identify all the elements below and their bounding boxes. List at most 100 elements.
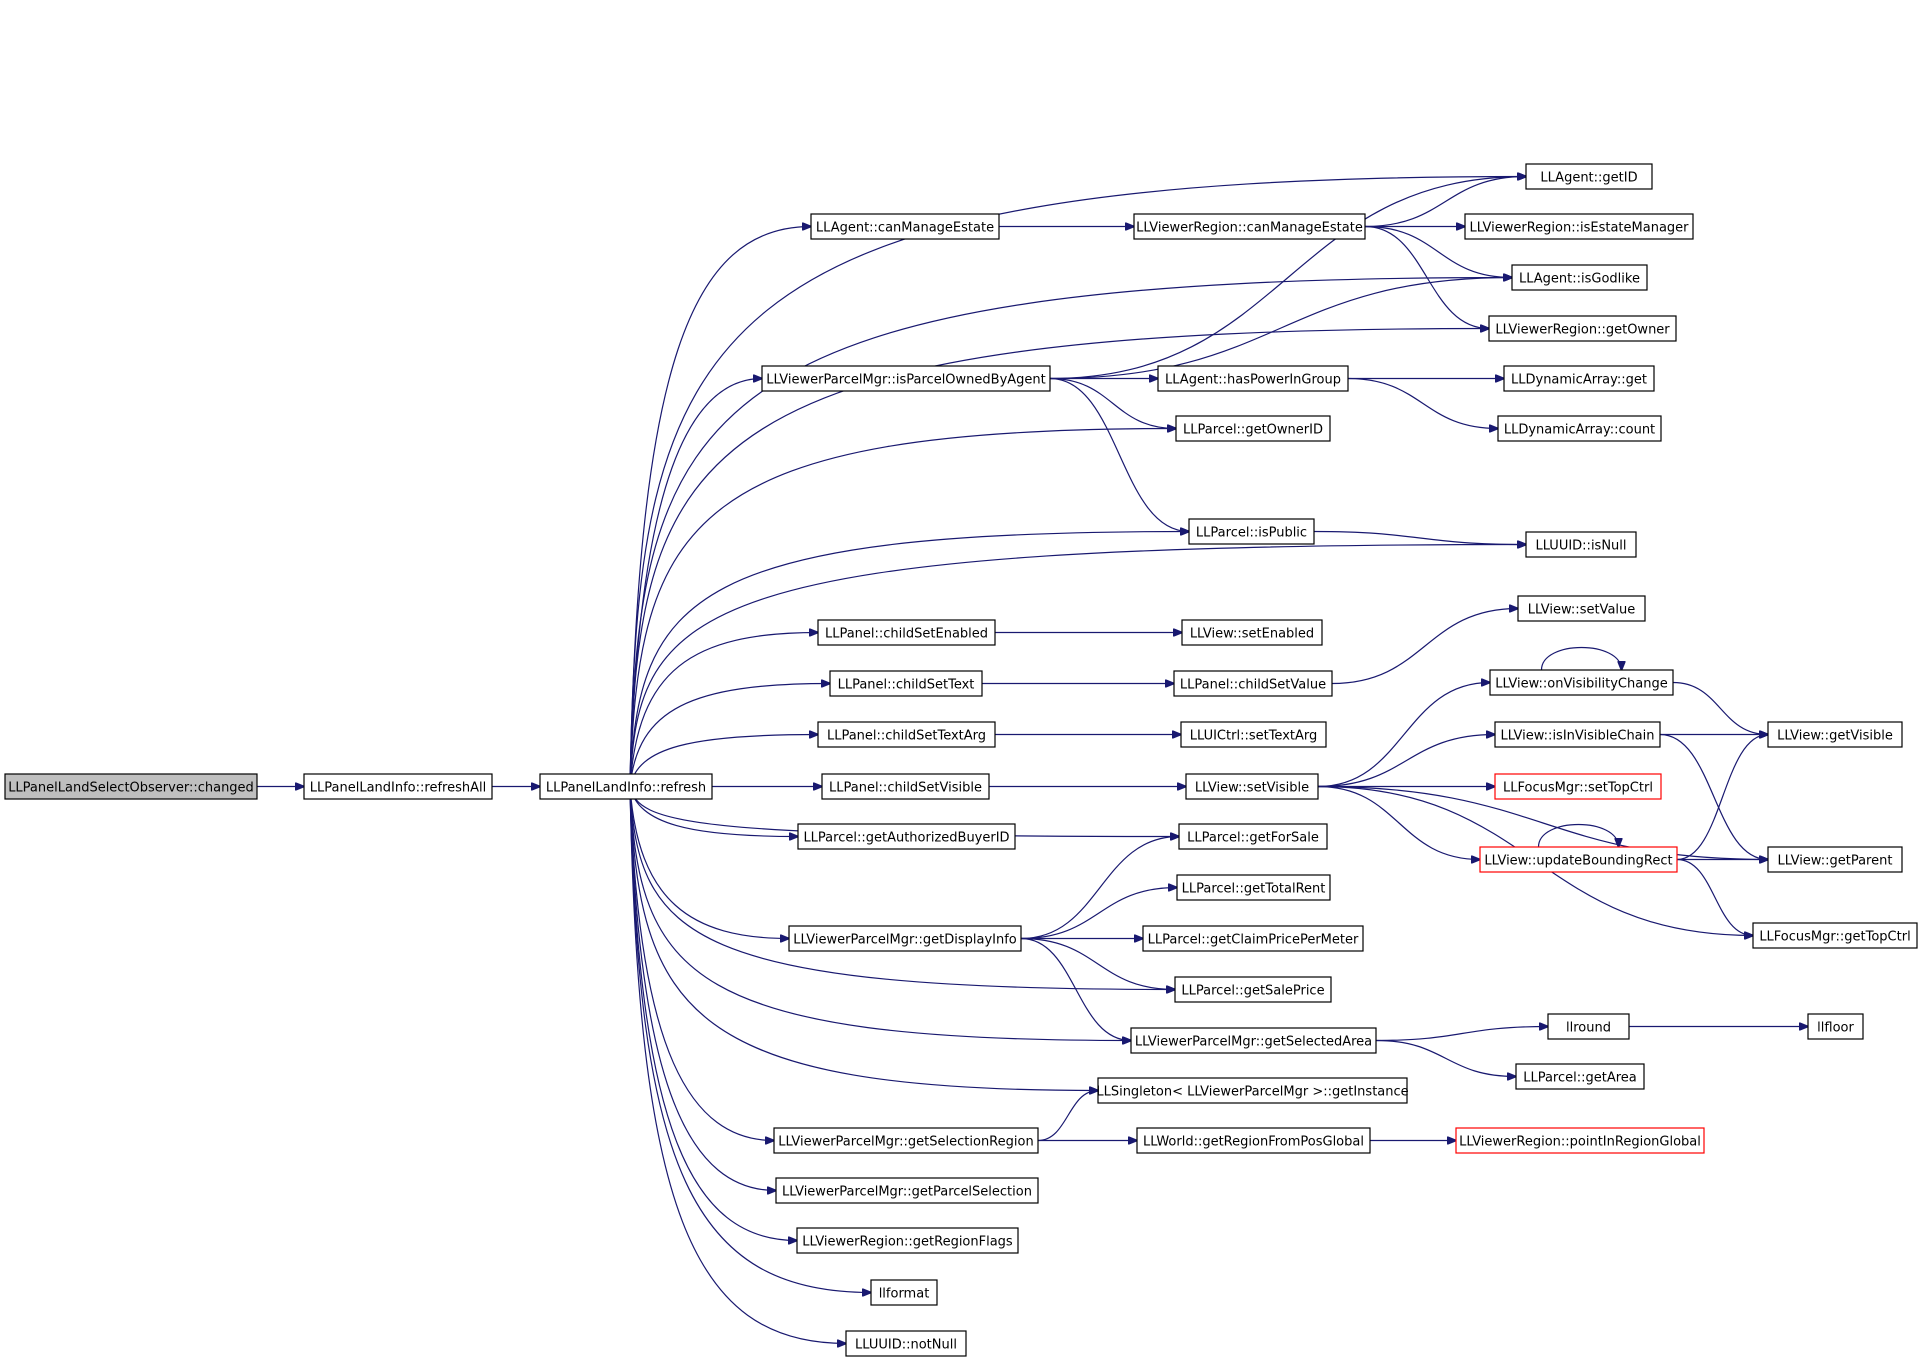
node-n39[interactable]: LLView::onVisibilityChange xyxy=(1489,669,1674,696)
node-n30[interactable]: LLWorld::getRegionFromPosGlobal xyxy=(1136,1127,1371,1154)
node-label: LLParcel::getSalePrice xyxy=(1181,984,1324,999)
node-box xyxy=(1497,415,1662,442)
node-n47[interactable]: LLView::getParent xyxy=(1767,846,1903,873)
edge-n4-n31 xyxy=(1049,177,1526,380)
node-n4[interactable]: LLViewerParcelMgr::isParcelOwnedByAgent xyxy=(761,365,1051,392)
node-box xyxy=(1752,922,1918,949)
node-label: LLView::setEnabled xyxy=(1190,627,1314,642)
node-n16[interactable]: LLViewerRegion::canManageEstate xyxy=(1133,213,1366,240)
node-n21[interactable]: LLPanel::childSetValue xyxy=(1173,670,1333,697)
node-n27[interactable]: LLParcel::getSalePrice xyxy=(1174,976,1332,1003)
edge-n2-n3 xyxy=(629,227,811,787)
node-n31[interactable]: LLAgent::getID xyxy=(1525,163,1653,190)
node-label: LLFocusMgr::getTopCtrl xyxy=(1759,930,1910,945)
edge-n2-n28 xyxy=(629,786,1131,1041)
node-label: LLView::updateBoundingRect xyxy=(1484,854,1672,869)
node-n14[interactable]: llformat xyxy=(870,1279,938,1306)
node-box xyxy=(1525,531,1637,558)
edge-n2-n29 xyxy=(629,786,1098,1091)
edge-n2-n31 xyxy=(629,177,1526,787)
node-box xyxy=(796,1227,1019,1254)
node-n28[interactable]: LLViewerParcelMgr::getSelectedArea xyxy=(1130,1027,1377,1054)
node-n19[interactable]: LLParcel::isPublic xyxy=(1188,518,1315,545)
node-n10[interactable]: LLViewerParcelMgr::getDisplayInfo xyxy=(788,925,1022,952)
node-label: llformat xyxy=(879,1287,930,1302)
node-n11[interactable]: LLViewerParcelMgr::getSelectionRegion xyxy=(773,1127,1039,1154)
node-label: LLAgent::hasPowerInGroup xyxy=(1165,373,1341,388)
node-n12[interactable]: LLViewerParcelMgr::getParcelSelection xyxy=(775,1177,1039,1204)
edge-n2-n18 xyxy=(629,429,1176,787)
node-label: LLViewerParcelMgr::isParcelOwnedByAgent xyxy=(766,373,1046,388)
node-box xyxy=(1767,846,1903,873)
node-box xyxy=(1488,315,1677,342)
node-box xyxy=(1130,1027,1377,1054)
node-n36[interactable]: LLDynamicArray::count xyxy=(1497,415,1662,442)
node-n41[interactable]: LLFocusMgr::setTopCtrl xyxy=(1494,773,1662,800)
node-n3[interactable]: LLAgent::canManageEstate xyxy=(810,213,1000,240)
node-n22[interactable]: LLUICtrl::setTextArg xyxy=(1180,721,1327,748)
node-n40[interactable]: LLView::isInVisibleChain xyxy=(1494,721,1661,748)
node-box xyxy=(817,721,996,748)
node-n38[interactable]: LLView::setValue xyxy=(1517,595,1646,622)
node-n9[interactable]: LLParcel::getAuthorizedBuyerID xyxy=(797,823,1016,850)
node-box xyxy=(4,773,258,800)
node-n23[interactable]: LLView::setVisible xyxy=(1185,773,1319,800)
node-box xyxy=(1503,365,1655,392)
edge-layer xyxy=(256,177,1808,1344)
node-n25[interactable]: LLParcel::getTotalRent xyxy=(1176,874,1331,901)
node-n2[interactable]: LLPanelLandInfo::refresh xyxy=(539,773,713,800)
node-box xyxy=(1494,773,1662,800)
node-n34[interactable]: LLViewerRegion::getOwner xyxy=(1488,315,1677,342)
node-n6[interactable]: LLPanel::childSetText xyxy=(829,670,983,697)
node-box xyxy=(1494,721,1661,748)
node-label: LLViewerRegion::canManageEstate xyxy=(1136,221,1363,236)
node-label: LLPanelLandInfo::refresh xyxy=(546,781,706,796)
node-label: LLPanel::childSetVisible xyxy=(829,781,982,796)
node-n45[interactable]: LLViewerRegion::pointInRegionGlobal xyxy=(1455,1127,1705,1154)
node-n0[interactable]: LLPanelLandSelectObserver::changed xyxy=(4,773,258,800)
edge-n2-n4 xyxy=(629,379,762,787)
node-box xyxy=(1178,823,1328,850)
node-label: LLWorld::getRegionFromPosGlobal xyxy=(1143,1135,1364,1150)
node-label: LLView::getParent xyxy=(1778,854,1893,869)
node-box xyxy=(1511,264,1648,291)
node-box xyxy=(1807,1013,1864,1040)
node-label: LLParcel::getTotalRent xyxy=(1182,882,1326,897)
node-n35[interactable]: LLDynamicArray::get xyxy=(1503,365,1655,392)
node-n32[interactable]: LLViewerRegion::isEstateManager xyxy=(1464,213,1694,240)
edge-n2-n7 xyxy=(629,735,818,787)
node-box xyxy=(817,619,996,646)
node-n37[interactable]: LLUUID::isNull xyxy=(1525,531,1637,558)
node-n8[interactable]: LLPanel::childSetVisible xyxy=(821,773,990,800)
edge-n19-n37 xyxy=(1313,530,1526,545)
node-box xyxy=(1767,721,1903,748)
node-label: LLPanelLandInfo::refreshAll xyxy=(310,781,486,796)
node-n7[interactable]: LLPanel::childSetTextArg xyxy=(817,721,996,748)
node-n26[interactable]: LLParcel::getClaimPricePerMeter xyxy=(1142,925,1364,952)
node-box xyxy=(1174,976,1332,1003)
node-n20[interactable]: LLView::setEnabled xyxy=(1181,619,1323,646)
node-n33[interactable]: LLAgent::isGodlike xyxy=(1511,264,1648,291)
edge-n2-n15 xyxy=(629,786,846,1344)
node-layer: LLPanelLandSelectObserver::changed LLPane… xyxy=(4,163,1918,1357)
node-n24[interactable]: LLParcel::getForSale xyxy=(1178,823,1328,850)
node-n29[interactable]: LLSingleton< LLViewerParcelMgr >::getIns… xyxy=(1096,1077,1409,1104)
node-n5[interactable]: LLPanel::childSetEnabled xyxy=(817,619,996,646)
node-label: LLParcel::isPublic xyxy=(1196,526,1307,541)
node-n13[interactable]: LLViewerRegion::getRegionFlags xyxy=(796,1227,1019,1254)
node-n48[interactable]: LLFocusMgr::getTopCtrl xyxy=(1752,922,1918,949)
node-n17[interactable]: LLAgent::hasPowerInGroup xyxy=(1157,365,1349,392)
node-n15[interactable]: LLUUID::notNull xyxy=(845,1330,967,1357)
node-n18[interactable]: LLParcel::getOwnerID xyxy=(1175,415,1331,442)
node-n42[interactable]: LLView::updateBoundingRect xyxy=(1479,846,1678,873)
node-n46[interactable]: LLView::getVisible xyxy=(1767,721,1903,748)
edge-n2-n34 xyxy=(629,329,1489,787)
node-n49[interactable]: llfloor xyxy=(1807,1013,1864,1040)
node-label: LLView::getVisible xyxy=(1777,729,1893,744)
node-n1[interactable]: LLPanelLandInfo::refreshAll xyxy=(303,773,493,800)
node-box xyxy=(303,773,493,800)
node-label: LLParcel::getClaimPricePerMeter xyxy=(1148,933,1359,948)
node-n44[interactable]: LLParcel::getArea xyxy=(1515,1063,1645,1090)
node-label: LLParcel::getOwnerID xyxy=(1183,423,1323,438)
node-n43[interactable]: llround xyxy=(1547,1013,1630,1040)
